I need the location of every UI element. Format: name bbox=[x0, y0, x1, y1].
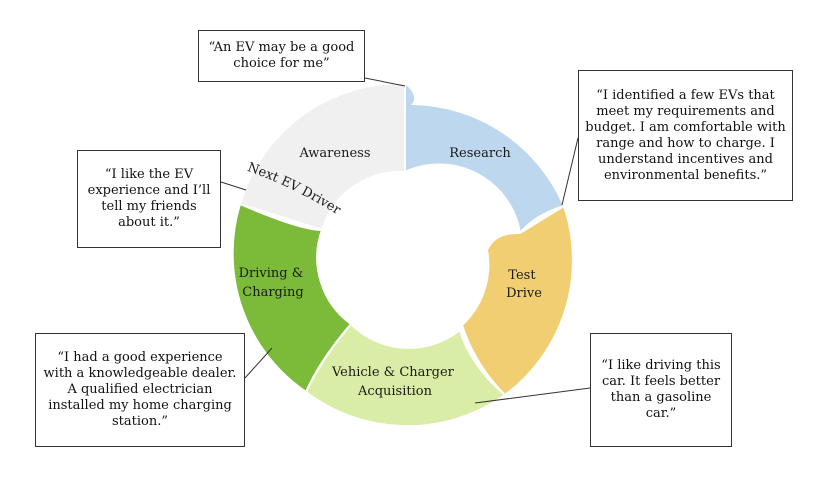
pointer-next-ev-driver bbox=[220, 181, 247, 191]
callout-test-drive: “I like driving this car. It feels bette… bbox=[590, 333, 732, 447]
callout-awareness: “An EV may be a good choice for me” bbox=[198, 30, 365, 82]
callout-driving-charging: “I had a good experience with a knowledg… bbox=[35, 333, 245, 447]
pointer-test-drive bbox=[474, 387, 591, 404]
callout-next-ev-driver: “I like the EV experience and I’ll tell … bbox=[77, 150, 221, 248]
segment-driving-charging bbox=[231, 202, 353, 394]
stage-label-research: Research bbox=[449, 146, 511, 161]
stage-label-vehicle-acquisition: Vehicle & Charger Acquisition bbox=[331, 365, 458, 399]
pointer-research bbox=[561, 137, 579, 206]
pointer-awareness bbox=[364, 77, 406, 87]
callout-research: “I identified a few EVs that meet my req… bbox=[578, 70, 793, 201]
stage-label-test-drive: Test Drive bbox=[506, 268, 542, 301]
segment-test-drive bbox=[460, 204, 574, 397]
pointer-driving-charging bbox=[244, 347, 273, 379]
stage-label-awareness: Awareness bbox=[299, 146, 371, 161]
stage-label-driving-charging: Driving & Charging bbox=[239, 266, 308, 300]
segment-awareness bbox=[238, 81, 406, 232]
